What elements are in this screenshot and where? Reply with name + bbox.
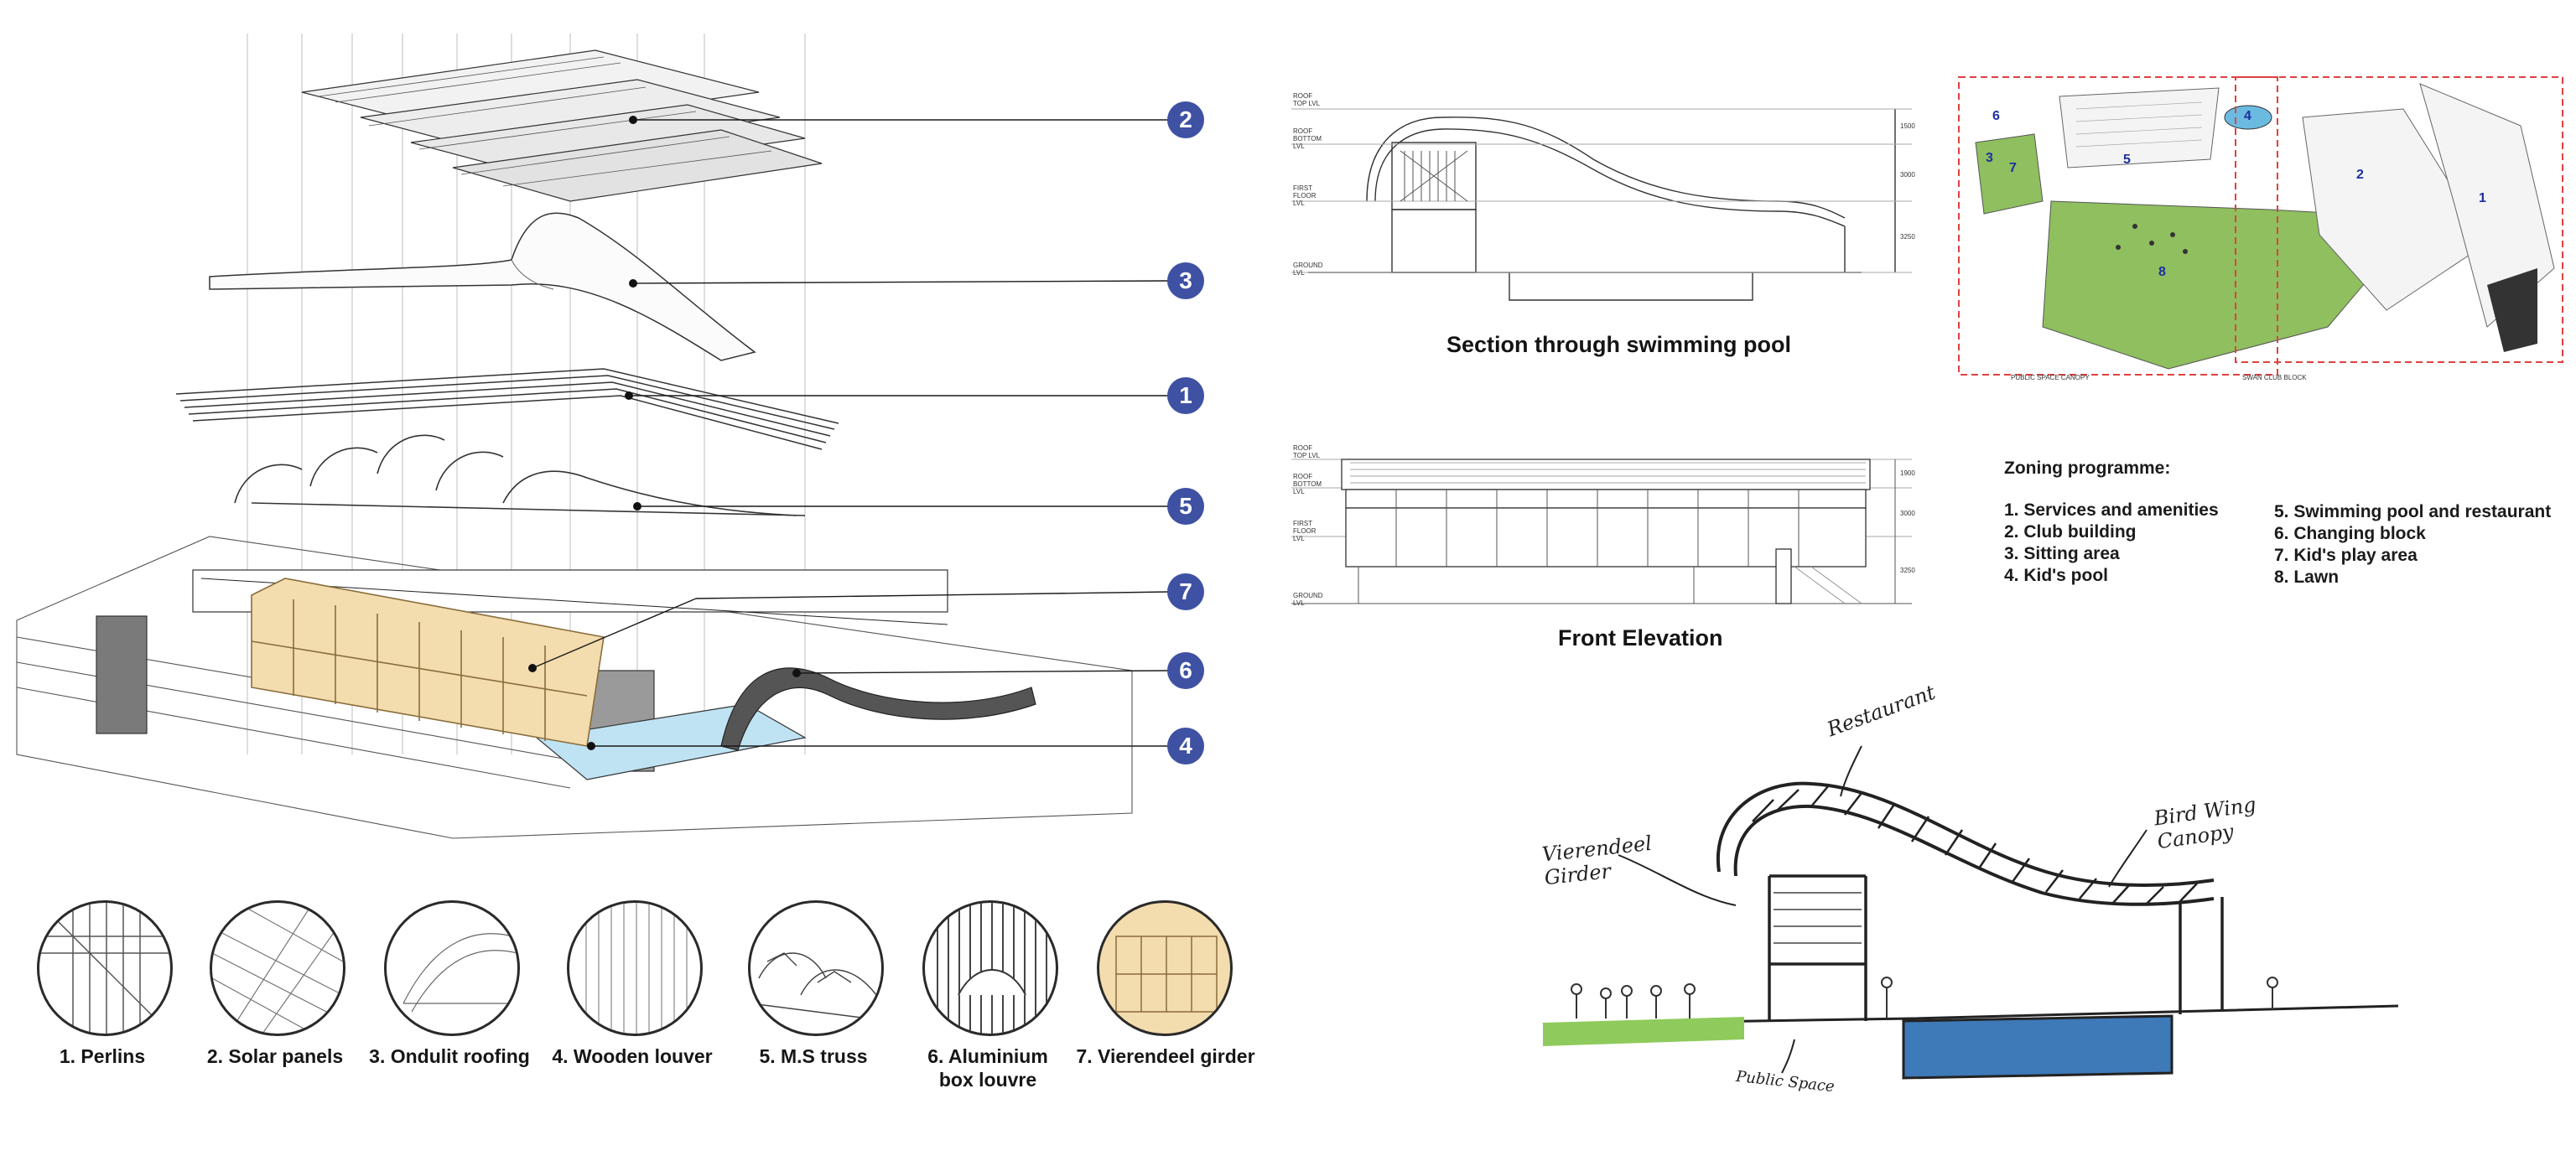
zone-number-3: 3 [1986,151,1993,165]
zone-number-2: 2 [2356,168,2364,182]
elevation-level-ground: GROUND LVL [1293,592,1323,607]
front-elevation-drawing: ROOF TOP LVL ROOF BOTTOM LVL FIRST FLOOR… [1275,436,1945,612]
site-footnote-club: SWAN CLUB BLOCK [2242,374,2307,381]
perlins-icon [37,900,173,1036]
elevation-caption: Front Elevation [1558,625,1723,650]
legend-label-ondulit-roofing: 3. Ondulit roofing [369,1045,530,1067]
callout-2: 2 [1167,101,1204,138]
section-level-ground: GROUND LVL [1293,262,1323,277]
callout-4: 4 [1167,728,1204,764]
zoning-item-5: 5. Swimming pool and restaurant [2274,502,2552,521]
zoning-item-3: 3. Sitting area [2004,544,2120,563]
elevation-level-roof-top: ROOF TOP LVL [1293,444,1321,459]
legend-label-wooden-louver: 4. Wooden louver [552,1045,713,1067]
elevation-level-first-floor: FIRST FLOOR LVL [1293,520,1317,542]
zoning-item-8: 8. Lawn [2274,568,2340,587]
material-legend: 1. Perlins 2. Solar panels 3. Ondulit ro… [0,889,1275,1107]
elevation-dim-1: 1900 [1900,469,1915,477]
elevation-dim-2: 3000 [1900,510,1915,517]
callout-6: 6 [1167,652,1204,689]
callout-3: 3 [1167,262,1204,299]
zoning-item-7: 7. Kid's play area [2274,546,2418,565]
legend-label-aluminium: 6. Aluminium [927,1045,1048,1067]
legend-label-box-louvre: box louvre [938,1069,1037,1091]
zone-number-5: 5 [2123,153,2131,167]
zoning-item-6: 6. Changing block [2274,524,2426,543]
site-footnote-canopy: PUBLIC SPACE CANOPY [2011,374,2090,381]
callout-5: 5 [1167,488,1204,525]
ms-truss-icon [748,900,884,1036]
zoning-item-1: 1. Services and amenities [2004,500,2219,520]
concept-sketch: Vierendeel Girder Restaurant Bird Wing C… [1493,681,2415,1107]
zone-number-8: 8 [2158,265,2166,279]
zoning-item-4: 4. Kid's pool [2004,566,2109,585]
legend-label-solar-panels: 2. Solar panels [206,1045,344,1067]
section-level-first-floor: FIRST FLOOR LVL [1293,184,1317,207]
site-plan: 1 2 3 4 5 6 7 8 PUBLIC SPACE CANOPY SWAN… [1950,75,2568,386]
exploded-axonometric: 2 3 1 5 7 6 4 [0,0,1258,855]
section-dim-3: 3250 [1900,233,1915,241]
elevation-level-roof-bottom: ROOF BOTTOM LVL [1293,473,1322,495]
zone-number-4: 4 [2244,109,2251,123]
zone-number-6: 6 [1992,109,2000,123]
axonometric-drawing [16,34,1171,839]
wooden-louver-icon [567,900,703,1036]
section-caption: Section through swimming pool [1446,332,1791,357]
vierendeel-girder-icon [1097,900,1233,1036]
section-level-roof-top: ROOF TOP LVL [1293,92,1321,107]
callout-1: 1 [1167,377,1204,414]
section-level-roof-bottom: ROOF BOTTOM LVL [1293,127,1322,150]
section-dim-1: 1500 [1900,122,1915,130]
legend-label-vierendeel-girder: 7. Vierendeel girder [1076,1045,1255,1067]
pool-section-drawing: ROOF TOP LVL ROOF BOTTOM LVL FIRST FLOOR… [1275,67,1945,319]
legend-label-perlins: 1. Perlins [59,1045,146,1067]
zone-number-1: 1 [2479,191,2486,205]
aluminium-box-louvre-icon [922,900,1058,1036]
ondulit-roofing-icon [384,900,520,1036]
callout-7: 7 [1167,573,1204,610]
zoning-title: Zoning programme: [2004,459,2171,478]
zoning-item-2: 2. Club building [2004,522,2137,542]
elevation-dim-3: 3250 [1900,567,1915,574]
solar-panels-icon [210,900,345,1036]
legend-label-ms-truss: 5. M.S truss [759,1045,868,1067]
zone-number-7: 7 [2009,161,2017,175]
section-dim-2: 3000 [1900,171,1915,179]
